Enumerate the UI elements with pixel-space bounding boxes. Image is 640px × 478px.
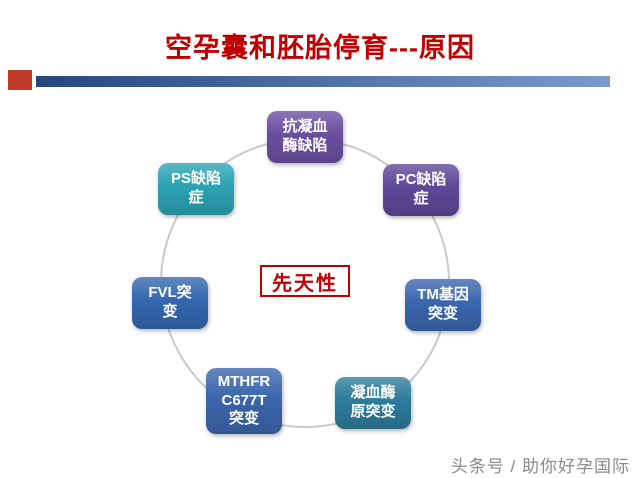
node-prothrombin-mutation: 凝血酶 原突变	[335, 377, 411, 429]
title-accent-square	[8, 70, 32, 90]
title-underline-bar	[36, 76, 610, 87]
node-pc-deficiency: PC缺陷 症	[383, 164, 459, 216]
node-mthfr-c677t-mutation: MTHFR C677T 突变	[206, 368, 282, 434]
center-label-congenital: 先天性	[260, 265, 350, 297]
node-antithrombin-defect: 抗凝血 酶缺陷	[267, 111, 343, 163]
node-fvl-mutation: FVL突 变	[132, 277, 208, 329]
node-tm-gene-mutation: TM基因 突变	[405, 279, 481, 331]
watermark-text: 头条号 / 助你好孕国际	[450, 457, 630, 476]
page-title: 空孕囊和胚胎停育---原因	[165, 33, 475, 63]
node-ps-deficiency: PS缺陷 症	[158, 163, 234, 215]
